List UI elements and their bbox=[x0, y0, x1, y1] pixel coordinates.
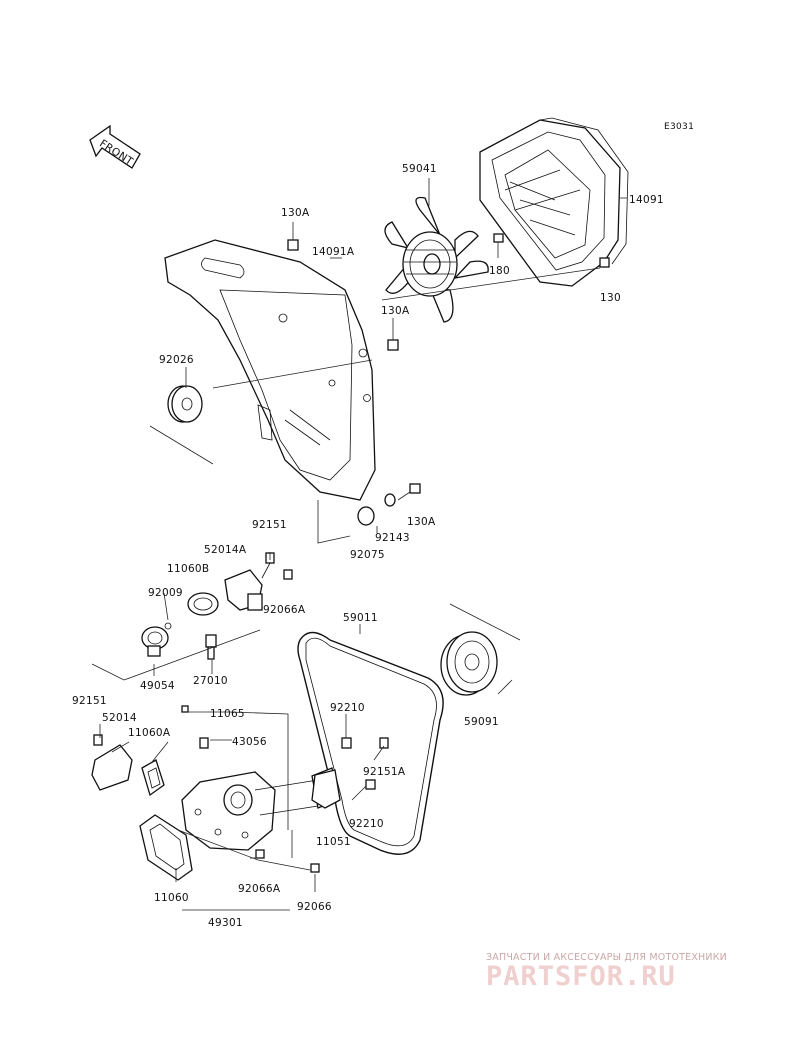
watermark-caption: ЗАПЧАСТИ И АКСЕССУАРЫ ДЛЯ МОТОТЕХНИКИ bbox=[486, 952, 727, 963]
label-92143: 92143 bbox=[375, 532, 410, 544]
label-27010: 27010 bbox=[193, 675, 228, 687]
label-92210-upper: 92210 bbox=[330, 702, 365, 714]
label-43056: 43056 bbox=[232, 736, 267, 748]
label-14091a: 14091A bbox=[312, 246, 355, 258]
drive-belt bbox=[297, 631, 444, 855]
label-52014: 52014 bbox=[102, 712, 137, 724]
gasket-11060 bbox=[139, 814, 193, 881]
gasket-11060A bbox=[141, 759, 165, 797]
bolt-130A-mid bbox=[387, 318, 399, 351]
spacer-92026 bbox=[167, 385, 203, 423]
impeller-11051 bbox=[311, 769, 341, 809]
label-59091: 59091 bbox=[464, 716, 499, 728]
label-52014a: 52014A bbox=[204, 544, 247, 556]
fan-shroud bbox=[479, 117, 629, 287]
gasket-11060B bbox=[187, 592, 219, 616]
label-92151a: 92151A bbox=[363, 766, 406, 778]
thermostat-49054 bbox=[141, 626, 169, 657]
label-180: 180 bbox=[489, 265, 510, 277]
bolt-130A-top bbox=[287, 222, 299, 251]
diagram-code: E3031 bbox=[664, 122, 694, 132]
leader-lines bbox=[91, 178, 627, 911]
sensor-27010 bbox=[205, 634, 217, 660]
cooling-fan bbox=[384, 196, 489, 323]
belt-cover bbox=[164, 239, 376, 501]
label-92009: 92009 bbox=[148, 587, 183, 599]
label-11060b: 11060B bbox=[167, 563, 209, 575]
label-11051: 11051 bbox=[316, 836, 351, 848]
pulley-59091 bbox=[440, 631, 498, 696]
label-11060: 11060 bbox=[154, 892, 189, 904]
label-59011: 59011 bbox=[343, 612, 378, 624]
label-92066a-upper: 92066A bbox=[263, 604, 306, 616]
front-arrow-icon: FRONT bbox=[89, 124, 141, 169]
bolt-180 bbox=[493, 233, 504, 258]
label-92066a-lower: 92066A bbox=[238, 883, 281, 895]
label-49054: 49054 bbox=[140, 680, 175, 692]
label-130a-low: 130A bbox=[407, 516, 436, 528]
label-130a-mid: 130A bbox=[381, 305, 410, 317]
label-59041: 59041 bbox=[402, 163, 437, 175]
pump-hardware bbox=[181, 705, 389, 873]
label-11060a: 11060A bbox=[128, 727, 171, 739]
o-ring-92009 bbox=[164, 622, 172, 630]
label-92026: 92026 bbox=[159, 354, 194, 366]
inlet-housing-52014 bbox=[91, 734, 133, 791]
bolt-130 bbox=[599, 257, 610, 268]
label-92066: 92066 bbox=[297, 901, 332, 913]
label-14091: 14091 bbox=[629, 194, 664, 206]
watermark-logo: PARTSFOR.RU bbox=[486, 961, 676, 992]
label-92151-lower: 92151 bbox=[72, 695, 107, 707]
label-92075: 92075 bbox=[350, 549, 385, 561]
label-11065: 11065 bbox=[210, 708, 245, 720]
label-130a-top: 130A bbox=[281, 207, 310, 219]
cover-hardware bbox=[357, 483, 421, 526]
part-labels: 14091 59041 130A 14091A 180 130 130A 920… bbox=[72, 163, 664, 929]
label-49301: 49301 bbox=[208, 917, 243, 929]
thermostat-housing-upper bbox=[224, 552, 293, 611]
label-92210-lower: 92210 bbox=[349, 818, 384, 830]
watermark: ЗАПЧАСТИ И АКСЕССУАРЫ ДЛЯ МОТОТЕХНИКИ PA… bbox=[486, 952, 786, 991]
label-130: 130 bbox=[600, 292, 621, 304]
label-92151-upper: 92151 bbox=[252, 519, 287, 531]
